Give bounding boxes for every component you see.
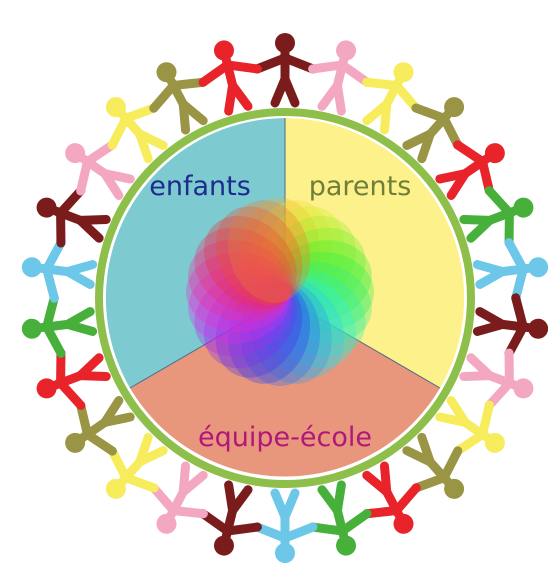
outer-ring [95,108,475,488]
pie-segments [105,118,465,477]
person-figure [308,40,372,116]
color-wheel-petal [267,227,366,315]
person-figure [198,40,262,116]
person-figure [21,238,98,303]
person-figure [21,293,98,358]
segment-parents [285,118,465,388]
person-figure [435,140,505,200]
color-wheel-petal [188,261,291,344]
color-wheel-petal [203,215,297,309]
color-wheel-petal [263,275,357,369]
person-figure [308,480,372,556]
person-figure [149,62,208,135]
color-wheel-petal [263,215,357,309]
person-figure [362,461,421,534]
color-wheel-petal [249,200,332,303]
person-figure [105,97,168,164]
color-wheel-petal [186,252,290,332]
person-figure [472,238,548,303]
person-figure [402,432,465,499]
person-figure [198,480,262,556]
person-figure [252,33,318,108]
color-wheel-petal [269,240,372,323]
person-figure [252,488,318,563]
person-figure [105,432,168,499]
color-wheel-petal [270,252,374,332]
segment-enfants [105,118,286,388]
person-figure [36,186,111,248]
label-equipe-ecole: équipe-école [198,422,372,453]
color-wheel-petal [215,206,303,305]
color-wheel-petal [194,269,293,357]
color-wheel-icon [186,198,374,386]
label-enfants: enfants [149,171,251,202]
person-figure [472,293,548,358]
person-figure [362,62,421,135]
color-wheel-petal [249,281,332,384]
color-wheel-petal [257,206,345,305]
person-figure [459,186,534,248]
color-wheel-petal [240,198,320,302]
color-wheel-petal [257,279,345,378]
label-parents: parents [309,171,412,202]
color-wheel-petal [203,275,297,369]
color-wheel-petal [215,279,303,378]
color-wheel-petal [228,200,311,303]
person-figure [149,461,208,534]
color-wheel-petal [267,269,366,357]
color-wheel-petal [228,281,311,384]
color-wheel-petal [240,282,320,386]
color-wheel-petal [188,240,291,323]
segment-equipe-ecole [130,298,440,477]
color-wheel-petal [194,227,293,315]
person-figure [435,396,505,456]
person-figure [459,348,534,410]
person-figure [65,140,135,200]
person-figure [402,97,465,164]
people-ring [21,33,548,563]
person-figure [36,348,111,410]
color-wheel-petal [269,261,372,344]
person-figure [65,396,135,456]
